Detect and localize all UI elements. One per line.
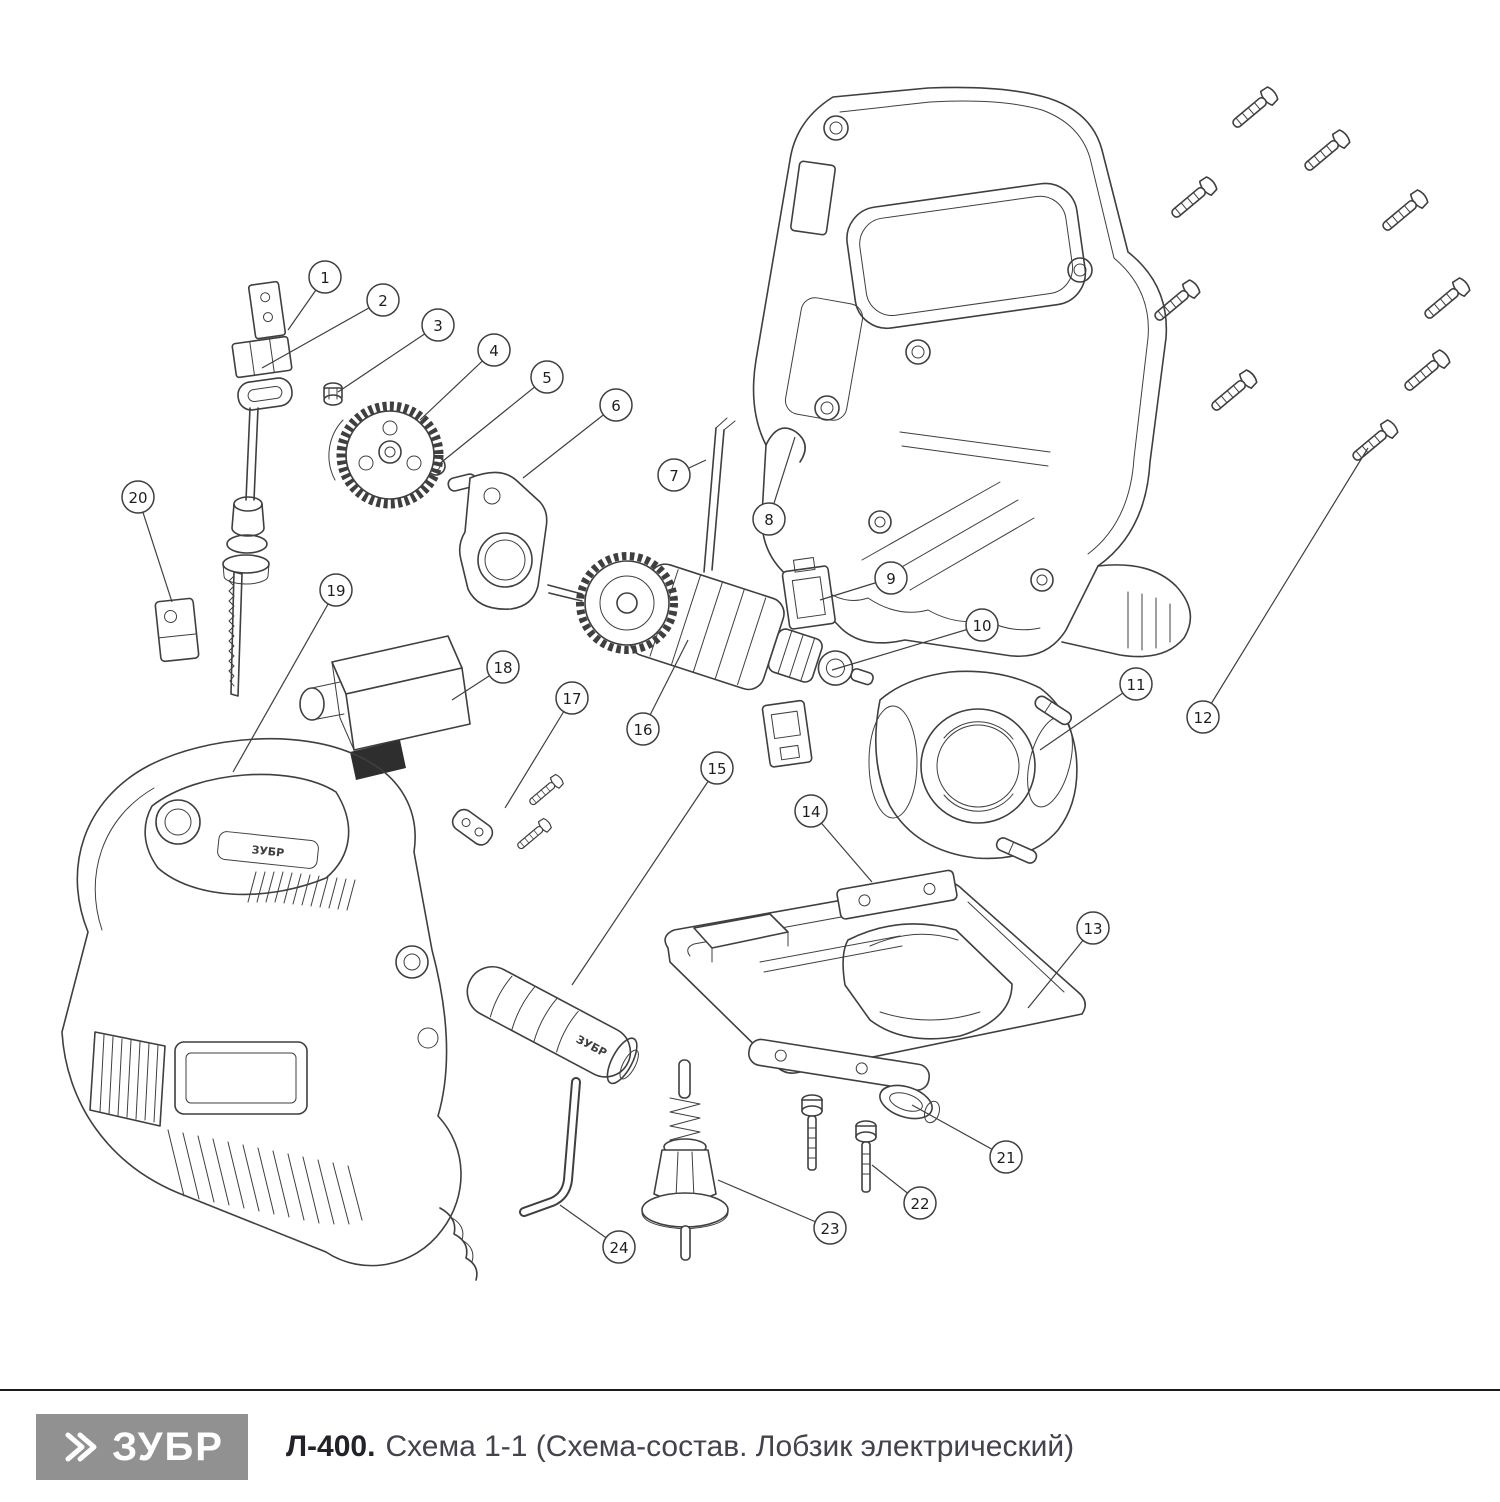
counterweight-drawing [447, 471, 548, 610]
jigsaw-body-drawing: ЗУБР [61, 737, 478, 1281]
screw-icon [1149, 277, 1203, 326]
svg-text:20: 20 [128, 489, 147, 507]
screw-icon [1227, 84, 1281, 133]
svg-text:7: 7 [669, 467, 679, 485]
zubr-logo-icon [65, 1432, 97, 1461]
callout-16: 16 [626, 639, 689, 746]
stator-drawing [868, 670, 1078, 864]
callout-23: 23 [717, 1179, 847, 1245]
callout-18: 18 [451, 650, 520, 701]
svg-text:9: 9 [886, 570, 896, 588]
callout-3: 3 [337, 308, 455, 393]
blade-box-drawing [154, 597, 200, 663]
screw-icon [1419, 275, 1473, 324]
callout-15: 15 [571, 751, 734, 986]
svg-text:5: 5 [542, 369, 552, 387]
saw-blade-drawing [228, 571, 243, 697]
callout-8: 8 [752, 436, 796, 536]
svg-text:16: 16 [633, 721, 652, 739]
svg-text:18: 18 [493, 659, 512, 677]
clamp-plate-drawing [836, 869, 958, 920]
model-number: Л-400. [286, 1429, 376, 1463]
housing-half-drawing [752, 86, 1192, 658]
svg-text:23: 23 [820, 1220, 839, 1238]
svg-text:19: 19 [326, 582, 345, 600]
switch-block-drawing [299, 635, 471, 780]
callout-12: 12 [1186, 447, 1369, 734]
svg-text:22: 22 [910, 1195, 929, 1213]
svg-text:2: 2 [378, 292, 388, 310]
screw-icon [1166, 174, 1220, 223]
callout-10: 10 [831, 608, 999, 671]
svg-text:12: 12 [1193, 709, 1212, 727]
svg-text:4: 4 [489, 342, 499, 360]
diagram-stage: ЗУБР ЗУБР [61, 84, 1473, 1281]
screw-part12-icon [1347, 417, 1401, 466]
svg-text:11: 11 [1126, 676, 1145, 694]
bolt-drawing [323, 382, 343, 406]
brand-box: ЗУБР [36, 1413, 248, 1480]
callout-5: 5 [437, 360, 564, 466]
base-plate-drawing [664, 881, 1086, 1074]
svg-text:10: 10 [972, 617, 991, 635]
callout-4: 4 [419, 333, 511, 421]
callout-17: 17 [504, 681, 589, 809]
brush-holder-lower-drawing [761, 699, 813, 768]
callout-19: 19 [232, 573, 353, 773]
screw-icon [1299, 127, 1353, 176]
hex-key-drawing [519, 1077, 581, 1217]
screw-icon [1399, 347, 1453, 396]
svg-text:24: 24 [609, 1239, 628, 1257]
callout-2: 2 [261, 283, 400, 369]
svg-text:6: 6 [611, 397, 621, 415]
pin-rods-drawing [703, 417, 736, 573]
callout-24: 24 [559, 1204, 636, 1264]
svg-text:13: 13 [1083, 920, 1102, 938]
callout-6: 6 [522, 388, 633, 479]
base-bolts-drawing [801, 1094, 877, 1193]
callout-9: 9 [819, 561, 908, 601]
brand-name: ЗУБР [112, 1424, 224, 1469]
svg-text:15: 15 [707, 760, 726, 778]
roller-bracket-drawing [748, 1038, 940, 1124]
connector-screws-drawing [451, 772, 566, 853]
callout-11: 11 [1039, 667, 1153, 751]
footer: ЗУБР Л-400. Схема 1-1 (Схема-состав. Лобз… [0, 1389, 1500, 1502]
document-title: Л-400. Схема 1-1 (Схема-состав. Лобзик эл… [286, 1430, 1074, 1464]
svg-text:3: 3 [433, 317, 443, 335]
exploded-diagram-svg: ЗУБР ЗУБР [61, 84, 1473, 1281]
gear-wheel-drawing [328, 401, 444, 509]
callout-21: 21 [911, 1104, 1023, 1174]
callout-20: 20 [121, 480, 173, 603]
blade-clamp-drawing [222, 280, 293, 585]
svg-text:17: 17 [562, 690, 581, 708]
brush-holder-upper-drawing [781, 557, 836, 630]
callout-14: 14 [794, 794, 873, 883]
callout-13: 13 [1027, 911, 1110, 1009]
schema-title: Схема 1-1 (Схема-состав. Лобзик электрич… [385, 1429, 1075, 1463]
armature-drawing [547, 552, 874, 691]
screw-icon [1377, 187, 1431, 236]
callout-7: 7 [657, 458, 707, 492]
handle-grip-drawing: ЗУБР [466, 966, 639, 1085]
cord-anchor-drawing [641, 1059, 729, 1261]
svg-text:21: 21 [996, 1149, 1015, 1167]
body-brand-label: ЗУБР [251, 843, 285, 859]
svg-text:14: 14 [801, 803, 820, 821]
svg-text:8: 8 [764, 511, 774, 529]
callout-22: 22 [871, 1164, 937, 1220]
screw-set-drawing [1149, 84, 1473, 466]
svg-text:1: 1 [320, 269, 330, 287]
callout-1: 1 [287, 260, 342, 331]
screw-icon [1206, 367, 1260, 416]
